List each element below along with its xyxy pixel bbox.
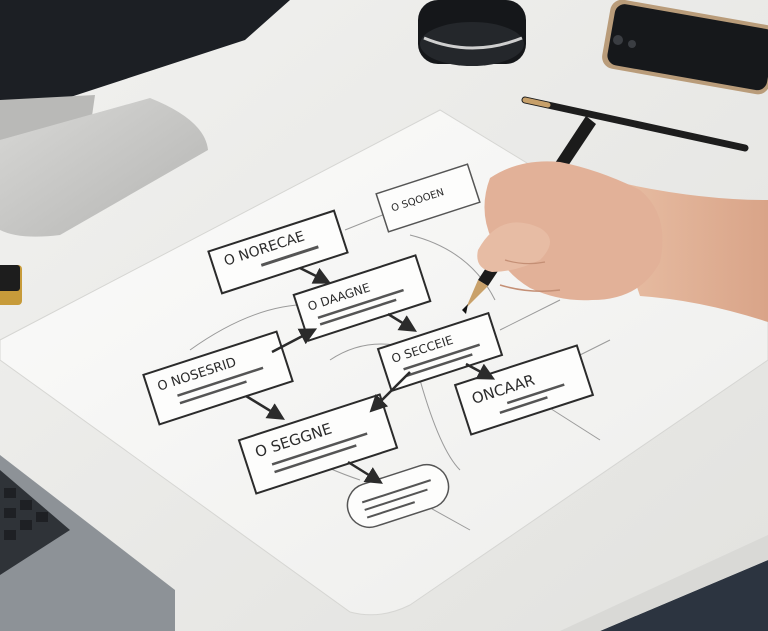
desk-edge [560, 535, 768, 631]
hand-holding-pen [462, 116, 768, 322]
arrow-center-right-to-bottom [369, 371, 411, 413]
flowchart: O NORECAE O SQOOEN O DAAGNE O NOSESRID O… [142, 163, 595, 529]
arrow-bottom-to-node [347, 460, 383, 484]
flow-node-rounded [346, 463, 450, 529]
monitor-stand-base [0, 98, 208, 237]
arrow-left-to-middle [271, 328, 318, 354]
laptop [0, 455, 175, 631]
arrow-center-right-to-right [465, 362, 496, 380]
camera-lens [418, 0, 526, 66]
spare-pen [521, 96, 749, 152]
flow-box-top-right: O SQOOEN [375, 163, 481, 233]
smartphone [602, 0, 768, 95]
arrow-middle-to-center-right [387, 312, 417, 332]
arrow-left-to-bottom [245, 394, 285, 420]
flow-box-middle: O DAAGNE [292, 254, 432, 342]
hand [484, 161, 663, 301]
flow-arrows [245, 266, 496, 484]
arrow-top-to-middle [299, 266, 332, 284]
flow-box-right: ONCAAR [453, 344, 595, 436]
monitor-screen [0, 0, 290, 120]
